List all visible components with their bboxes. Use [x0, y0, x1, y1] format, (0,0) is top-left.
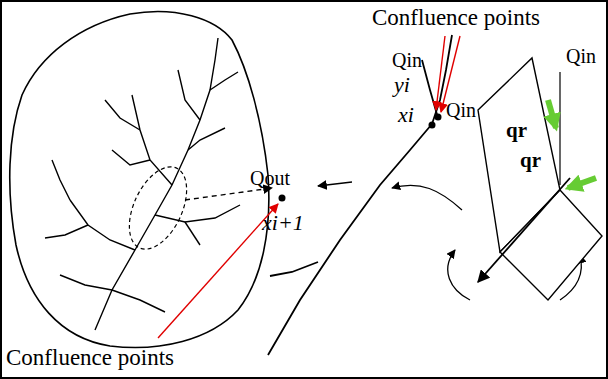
flow-arrow [318, 182, 352, 186]
confluence-dot [429, 122, 436, 129]
river-reach [268, 35, 452, 355]
curved-arrow [392, 185, 462, 210]
point-label: xi [398, 104, 414, 126]
watershed-outline [10, 12, 269, 348]
hillslope-plane [500, 190, 602, 300]
flow-label: Qin [392, 50, 422, 70]
river-network [45, 38, 240, 330]
lateral-inflow-arrow [548, 100, 556, 128]
flux-label: qr [520, 150, 541, 171]
leader-arrow [158, 204, 278, 338]
channel-line [478, 178, 570, 282]
zoom-ellipse [118, 158, 199, 258]
callout-label: Confluence points [372, 6, 540, 29]
curved-arrow [448, 250, 470, 300]
flow-label: Qin [446, 100, 476, 120]
confluence-dot [279, 195, 286, 202]
inflow-line [559, 72, 560, 185]
callout-label: Confluence points [6, 346, 174, 369]
flux-label: qr [506, 120, 527, 141]
lateral-inflow-arrow [568, 178, 596, 188]
point-label: xi+1 [262, 212, 304, 234]
confluence-dot [435, 114, 442, 121]
point-label: yi [394, 74, 410, 96]
flow-label: Qout [250, 168, 290, 188]
flow-label: Qin [566, 46, 596, 66]
zoom-arrow [185, 188, 272, 200]
